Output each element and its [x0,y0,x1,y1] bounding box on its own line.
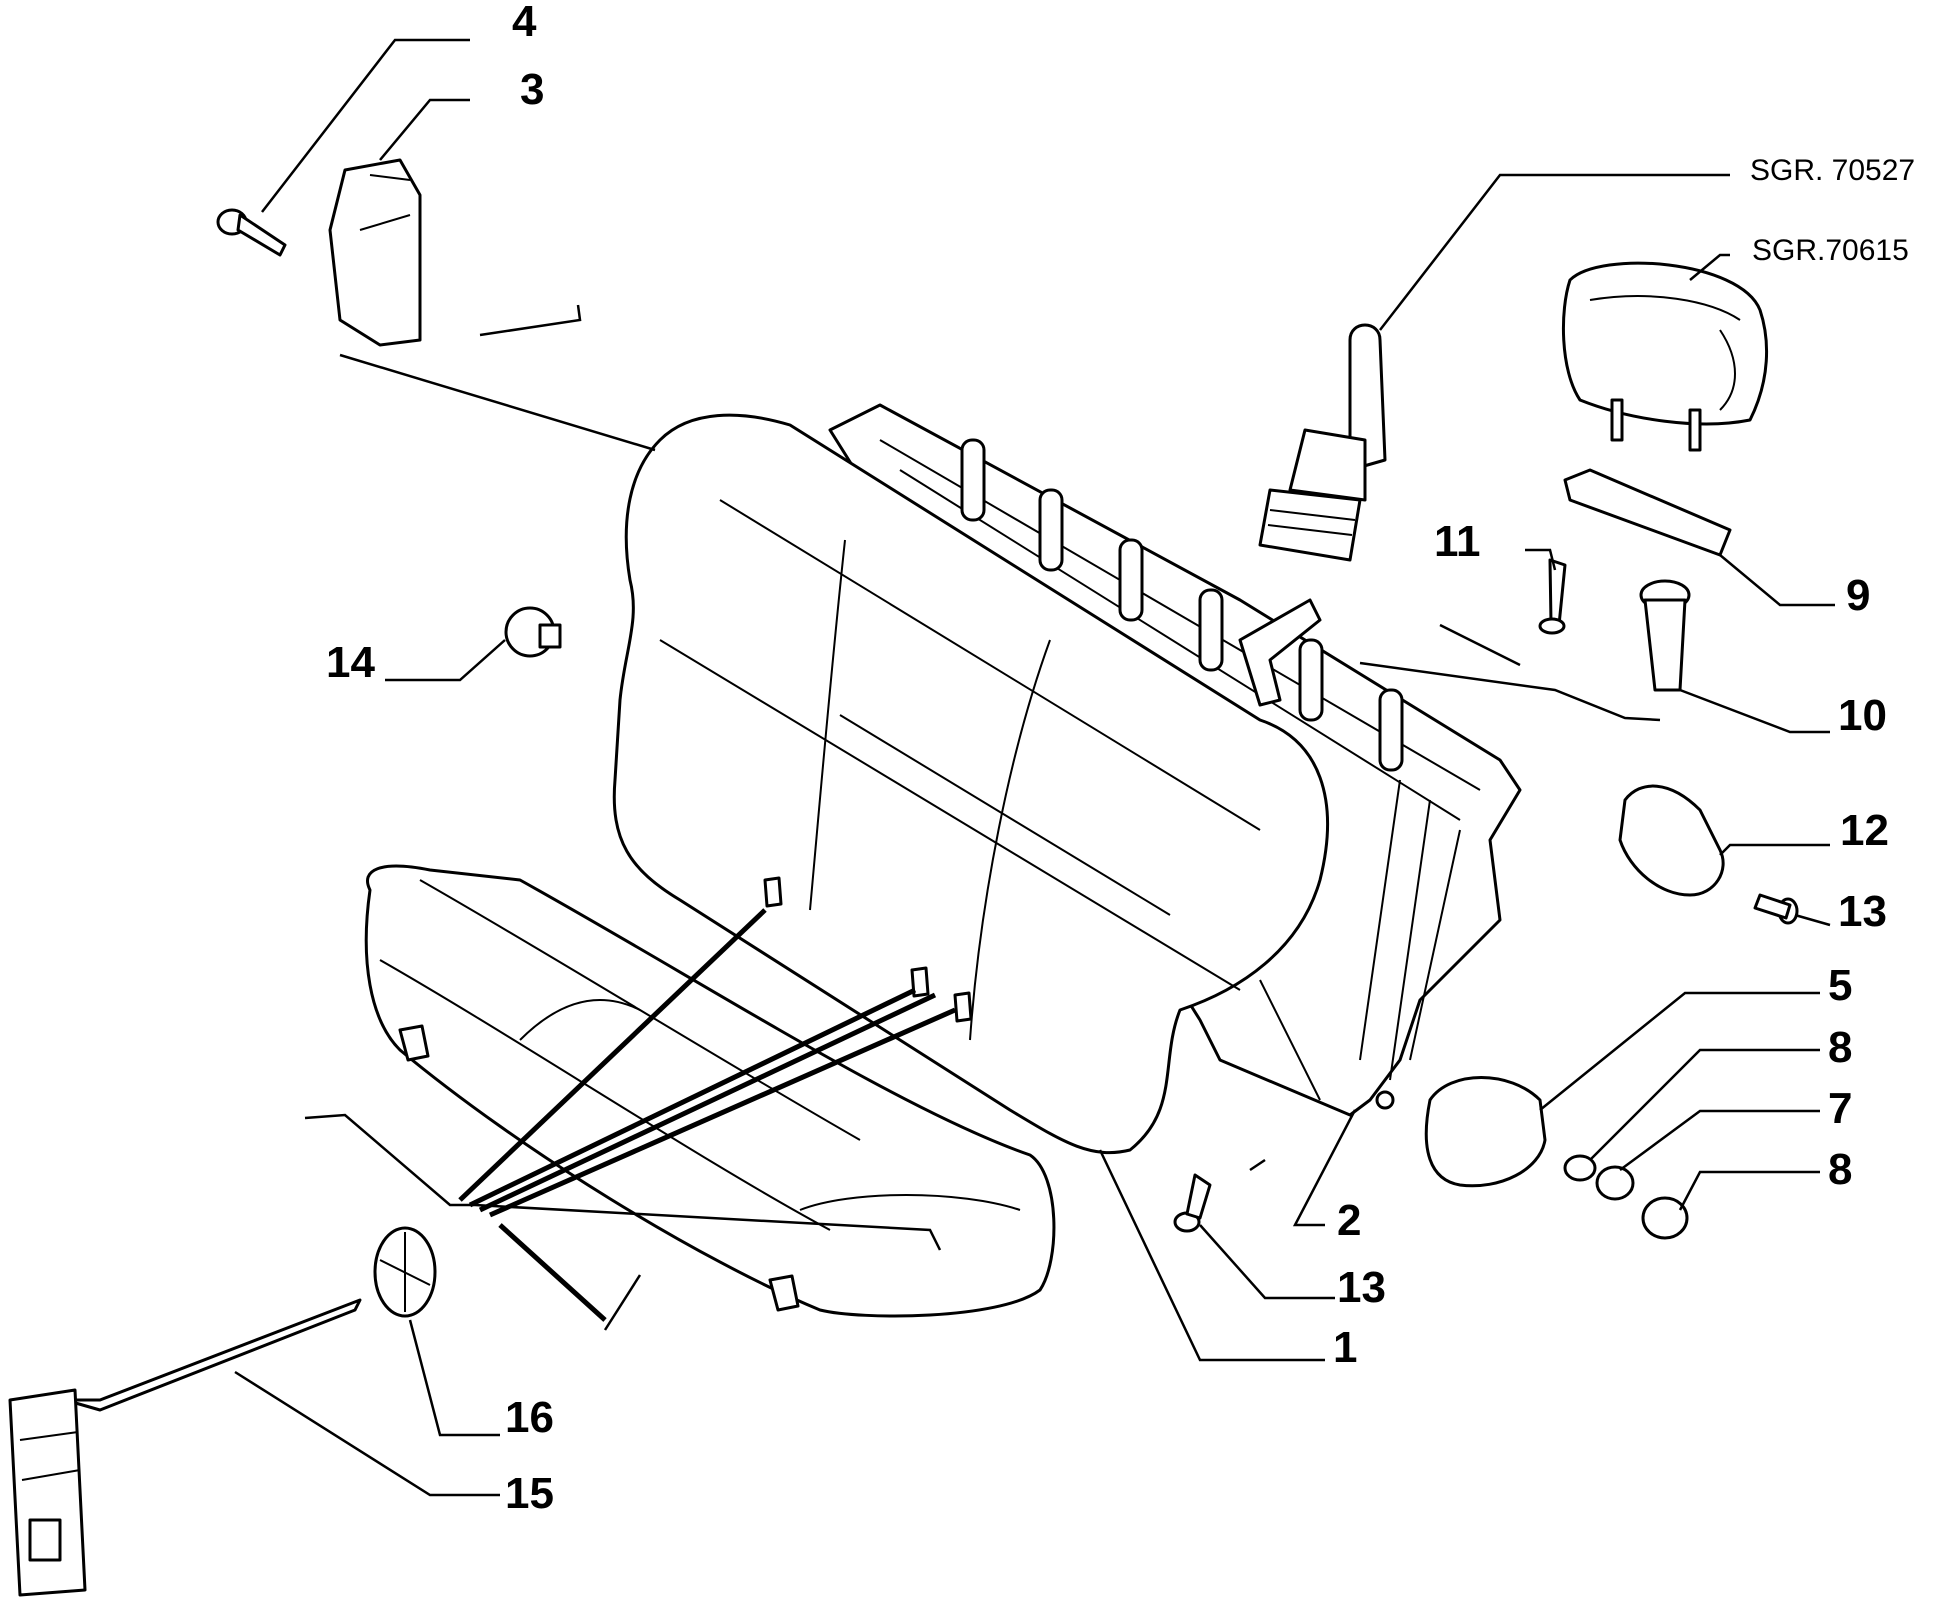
bushing-10 [1639,579,1691,692]
part-labels: 4 3 SGR. 70527 SGR.70615 11 9 14 10 12 1… [326,0,1915,1518]
screw-13-upper [1753,893,1799,925]
headrest-guide [1258,323,1387,562]
label-13-lower: 13 [1337,1263,1386,1312]
label-2: 2 [1337,1196,1361,1245]
nut-7 [1595,1165,1635,1201]
hinge-plate-5 [1424,1076,1547,1188]
hinge-plate-12 [1618,784,1725,897]
label-16: 16 [505,1393,554,1442]
label-8-upper: 8 [1828,1023,1852,1072]
label-7: 7 [1828,1084,1852,1133]
washer-8 [1563,1154,1597,1182]
label-8-lower: 8 [1828,1145,1852,1194]
mounting-plate [1563,468,1732,557]
screw-13-lower [1173,1173,1212,1233]
label-4: 4 [512,0,537,46]
label-12: 12 [1840,806,1889,855]
seat-back-cushion [612,413,1329,1155]
label-13-upper: 13 [1838,887,1887,936]
label-14: 14 [326,638,375,687]
label-5: 5 [1828,961,1852,1010]
rod-panel-15 [8,1298,362,1597]
label-ref-70527: SGR. 70527 [1750,154,1915,187]
cap-8 [1641,1196,1689,1240]
label-11: 11 [1434,517,1481,566]
screw-4 [216,208,287,257]
headrest [1561,261,1768,452]
leader-lines [234,38,1835,1497]
label-9: 9 [1846,571,1870,620]
label-15: 15 [505,1469,554,1518]
label-10: 10 [1838,691,1887,740]
label-ref-70615: SGR.70615 [1752,234,1909,267]
disc-16 [373,1226,437,1318]
plug-14 [504,606,562,658]
bracket-3 [328,158,422,347]
label-1: 1 [1333,1323,1357,1372]
screw-11 [1538,558,1567,635]
label-3: 3 [520,65,544,114]
